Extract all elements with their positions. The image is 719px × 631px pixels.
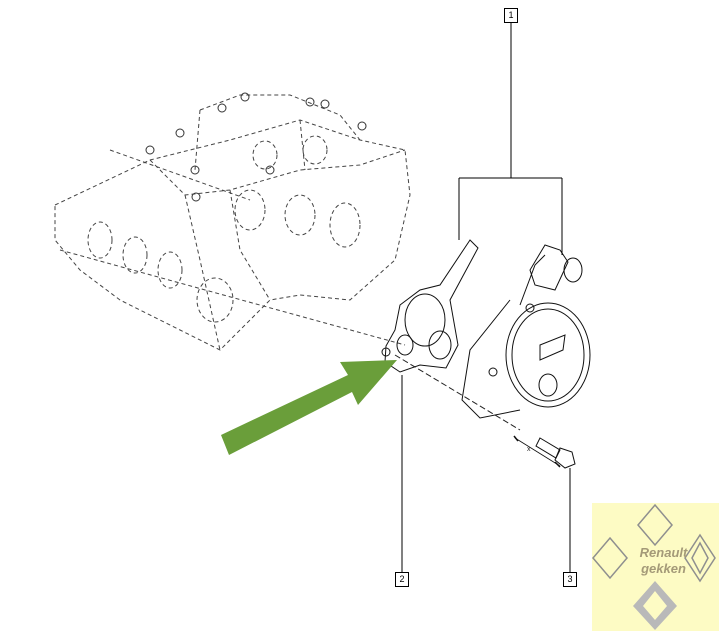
highlight-arrow (221, 360, 397, 455)
vacuum-pump-part (461, 244, 591, 419)
callout-3: 3 (563, 572, 577, 587)
renault-gekken-watermark: Renault gekken (592, 503, 719, 631)
assembly-axis-line (394, 354, 521, 431)
leader-lines (401, 22, 571, 572)
callout-1: 1 (504, 8, 518, 23)
bolt-part (513, 435, 576, 469)
callout-2: 2 (395, 572, 409, 587)
dimension-label: x (527, 446, 531, 453)
gasket-part (381, 239, 479, 373)
renault-logo-icons (592, 503, 716, 630)
watermark-line1: Renault (639, 545, 688, 560)
watermark-line2: gekken (641, 561, 686, 576)
engine-block-outline (54, 94, 411, 351)
engine-studs (145, 92, 367, 202)
